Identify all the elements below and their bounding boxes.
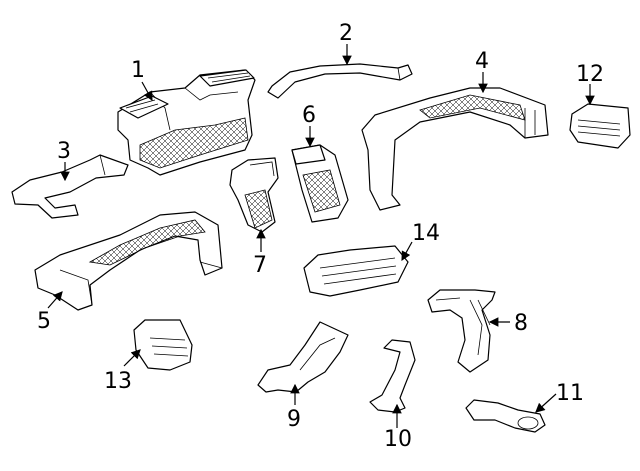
part-5-lower-duct[interactable] (34, 211, 223, 311)
callout-13: 13 (104, 369, 132, 394)
callout-6: 6 (302, 103, 316, 128)
part-4-upper-duct[interactable] (361, 87, 549, 211)
leader-5 (47, 291, 63, 309)
part-11-short-duct[interactable] (465, 399, 546, 433)
callout-14: 14 (412, 221, 440, 246)
leader-11 (535, 393, 557, 413)
part-3-s-duct[interactable] (11, 154, 129, 219)
callout-11: 11 (556, 381, 584, 406)
part-13-outlet-vent[interactable] (133, 319, 193, 371)
part-7-angled-duct[interactable] (229, 157, 279, 233)
callout-9: 9 (287, 407, 301, 432)
leader-1 (141, 81, 153, 102)
part-1-center-duct-assembly[interactable] (117, 69, 256, 176)
part-12-outlet-vent[interactable] (569, 103, 631, 149)
callout-8: 8 (514, 311, 528, 336)
callout-5: 5 (37, 309, 51, 334)
leader-14 (401, 241, 413, 262)
part-2-tube[interactable] (267, 63, 413, 99)
leader-13 (123, 349, 141, 367)
callout-4: 4 (475, 49, 489, 74)
callout-3: 3 (57, 139, 71, 164)
callout-2: 2 (339, 21, 353, 46)
part-8-curved-connector[interactable] (427, 289, 496, 373)
part-10-tube-connector[interactable] (369, 339, 416, 413)
part-9-bracket-duct[interactable] (257, 321, 349, 393)
part-6-small-duct[interactable] (291, 144, 349, 223)
callout-12: 12 (576, 62, 604, 87)
callout-1: 1 (131, 58, 145, 83)
callout-10: 10 (384, 427, 412, 452)
callout-7: 7 (253, 253, 267, 278)
part-14-center-vent[interactable] (303, 245, 409, 297)
